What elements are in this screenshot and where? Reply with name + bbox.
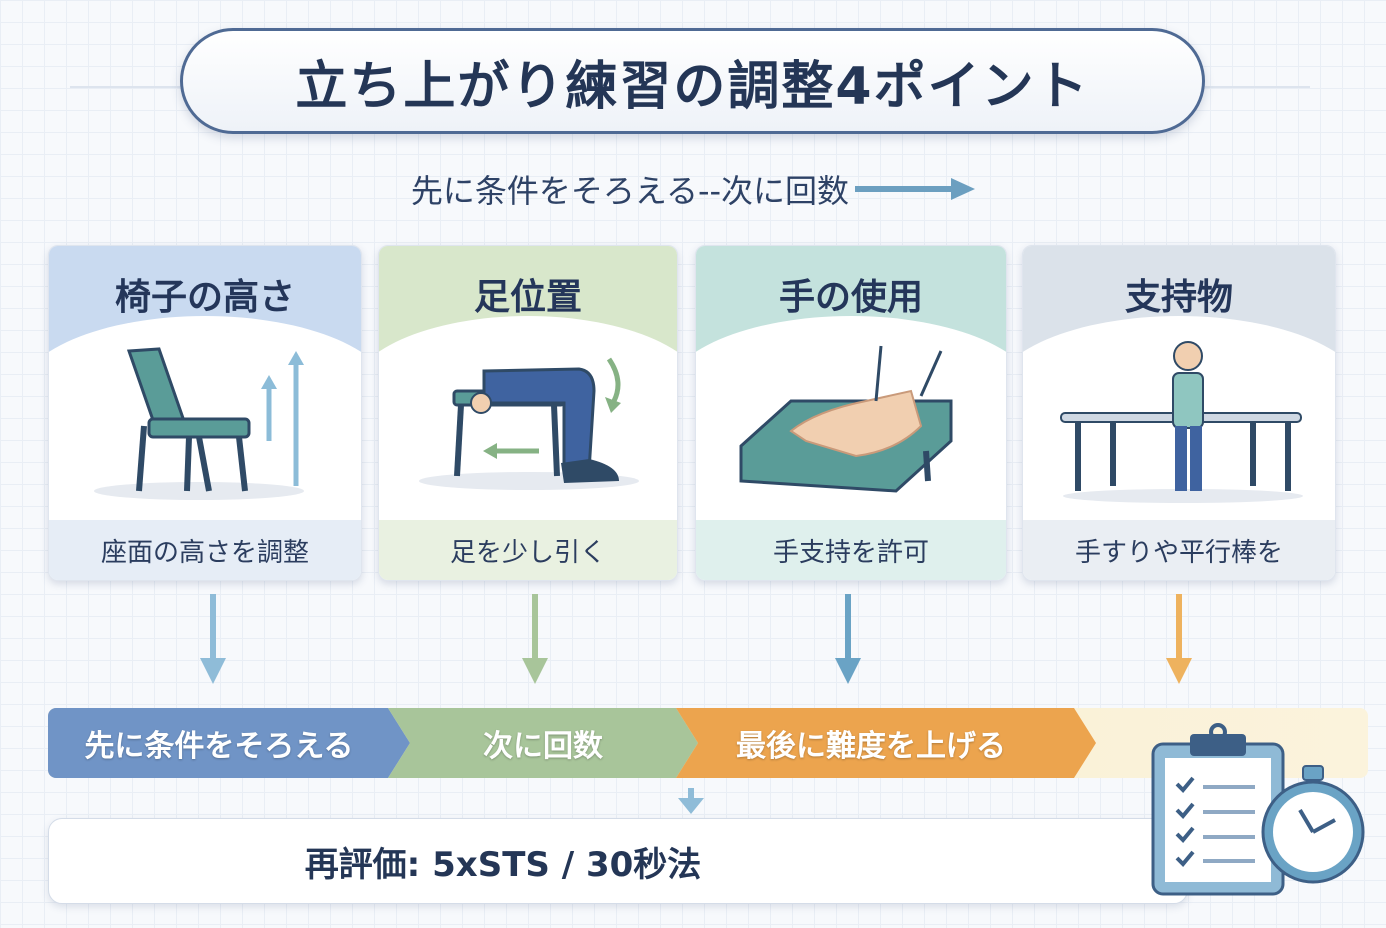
card-title: 足位置 [473,277,582,318]
flow-step-3: 最後に難度を上げる [676,708,1096,778]
card-header: 手の使用 [696,246,1006,396]
card-caption: 座面の高さを調整 [49,520,361,580]
card-title: 椅子の高さ [114,277,295,318]
arrow-down-icon [200,594,226,684]
subtitle: 先に条件をそろえる--次に回数 [0,166,1386,212]
card-caption: 足を少し引く [379,520,677,580]
arrow-down-icon [1166,594,1192,684]
subtitle-text: 先に条件をそろえる--次に回数 [410,172,850,210]
card-hand-support: 手の使用 手支持を許可 [695,245,1007,581]
card-title: 支持物 [1124,277,1233,318]
hand-support-icon [739,345,953,493]
arrow-down-icon [835,594,861,684]
title-rule-left [70,86,180,88]
card-header: 椅子の高さ [49,246,361,396]
card-header: 支持物 [1023,246,1335,396]
flow-step-2: 次に回数 [388,708,698,778]
reassessment-box: 再評価: 5xSTS / 30秒法 [48,818,1188,904]
clipboard-stopwatch-icon [1151,723,1365,896]
arrow-right-icon [855,178,976,200]
reassessment-text: 再評価: 5xSTS / 30秒法 [304,844,702,885]
foot-position-icon [419,357,639,490]
page-title: 立ち上がり練習の調整4ポイント [180,28,1205,134]
chair-height-icon [94,347,304,500]
card-support-object: 支持物 手すりや平行棒を [1022,245,1336,581]
card-caption: 手すりや平行棒を [1023,520,1335,580]
flow-step-1: 先に条件をそろえる [48,708,410,778]
arrow-down-icon [678,788,704,814]
card-foot-position: 足位置 足を少し引く [378,245,678,581]
card-header: 足位置 [379,246,677,396]
title-rule-right [1205,86,1310,88]
card-title: 手の使用 [778,277,923,318]
card-caption: 手支持を許可 [696,520,1006,580]
arrow-down-icon [522,594,548,684]
card-chair-height: 椅子の高さ 座面の高さを調整 [48,245,362,581]
parallel-bars-icon [1060,341,1303,503]
